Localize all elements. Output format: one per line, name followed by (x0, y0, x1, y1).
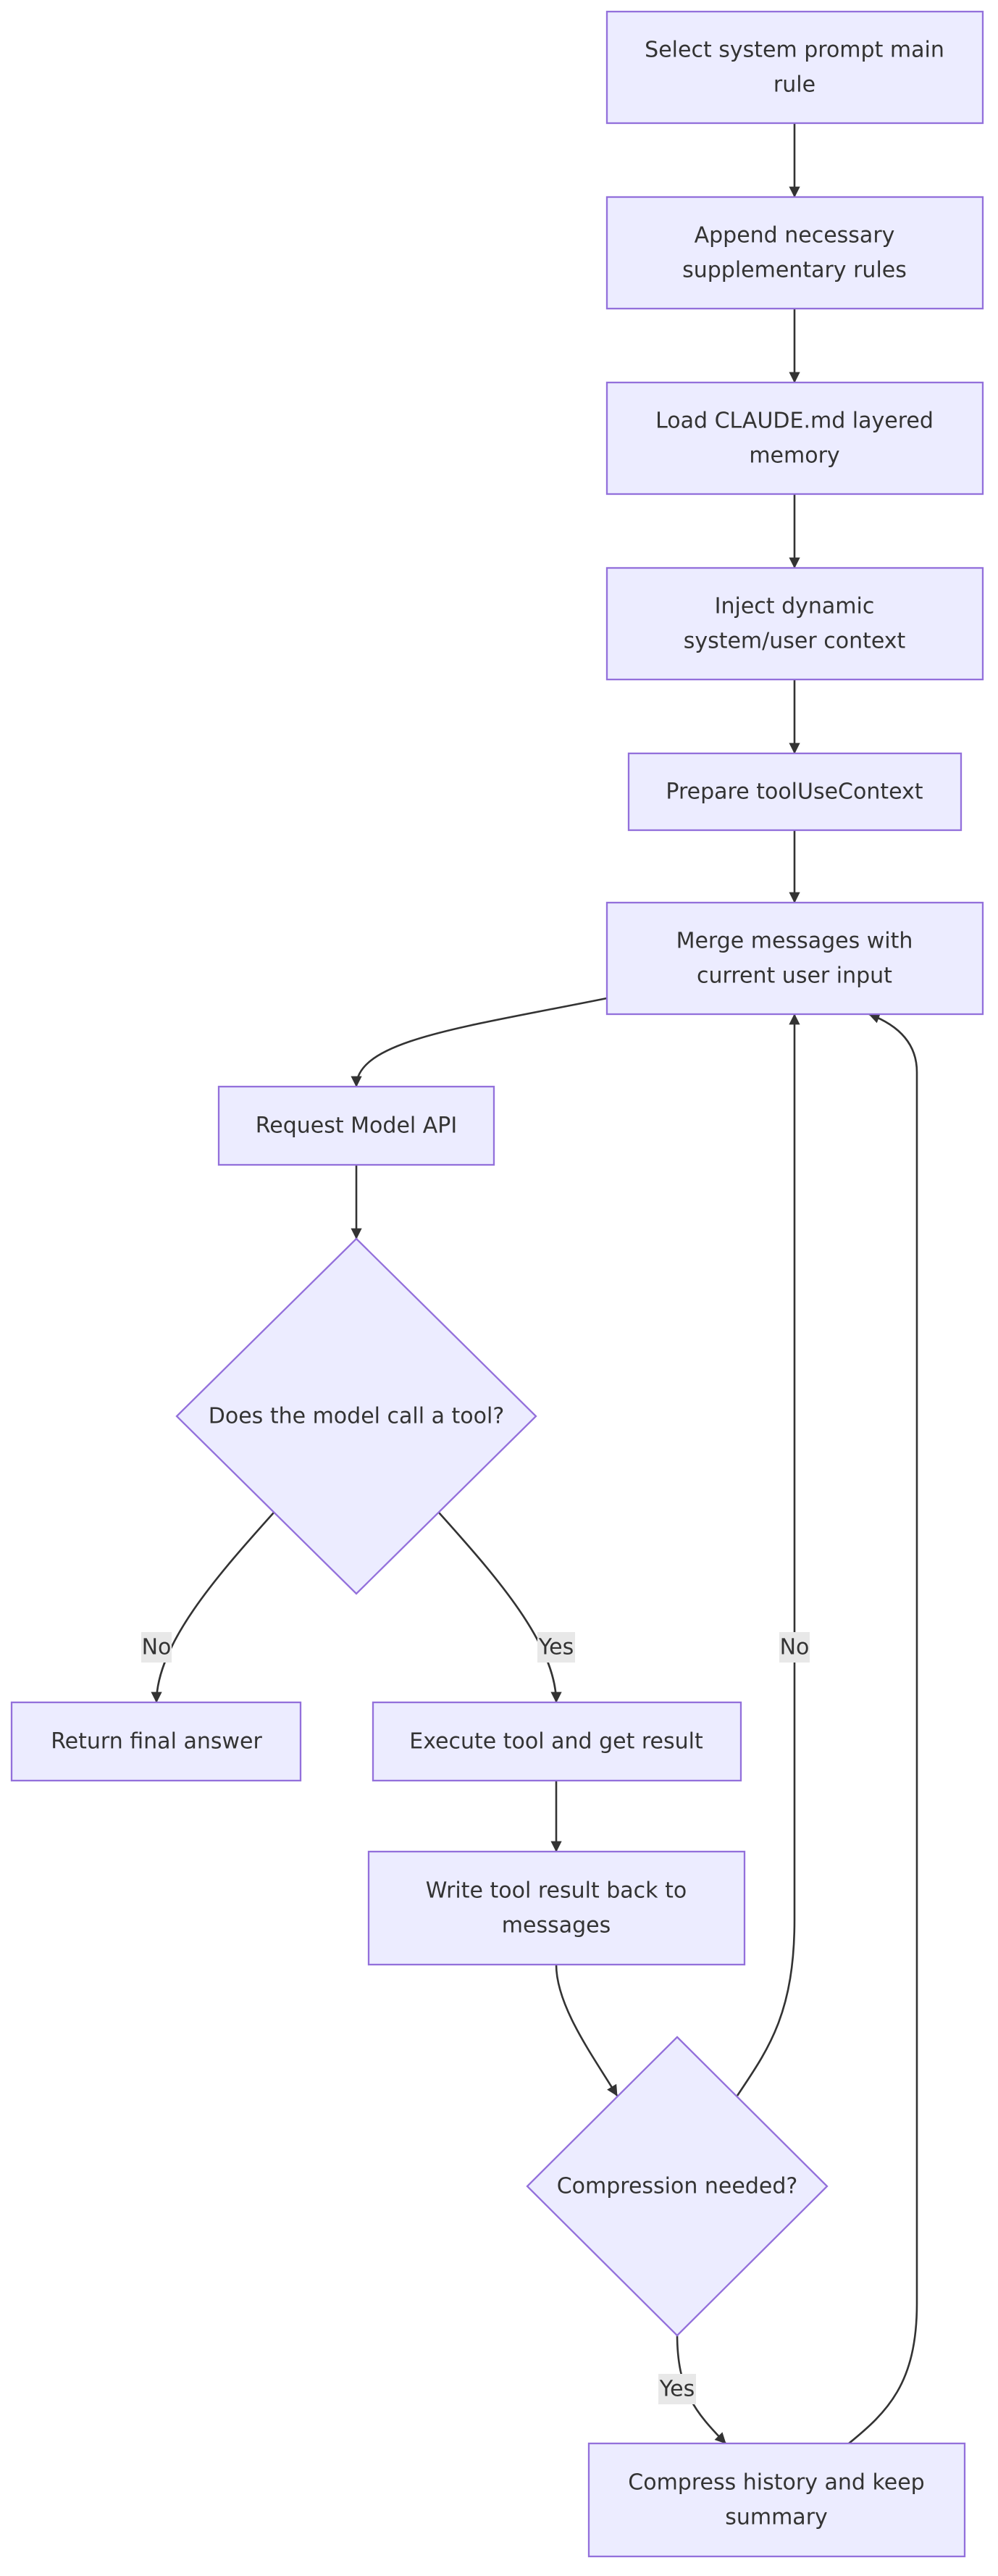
node-label-line: Execute tool and get result (409, 1729, 703, 1755)
node-label-line: memory (749, 443, 839, 469)
edge-label-compression-yes: Yes (658, 2374, 696, 2404)
node-label-line: Request Model API (256, 1113, 457, 1139)
edge-labels-layer: No Yes No Yes (141, 1632, 810, 2404)
node-execute-tool: Execute tool and get result (372, 1701, 742, 1782)
node-label-line: Does the model call a tool? (209, 1404, 505, 1429)
edge-compression-no-to-merge (736, 1013, 800, 2096)
node-label-line: supplementary rules (682, 258, 907, 283)
node-label-line: Compress history and keep (628, 2470, 924, 2496)
edge-label-compression-no: No (779, 1632, 810, 1663)
edge-label-text: No (142, 1635, 172, 1660)
edge-label-tool-yes: Yes (537, 1632, 575, 1663)
edge-decision-yes-to-execute (438, 1512, 562, 1703)
node-label-line: Select system prompt main (645, 38, 944, 63)
node-label-line: Merge messages with (676, 929, 913, 954)
node-label-line: system/user context (684, 629, 906, 654)
node-label-line: Return final answer (51, 1729, 262, 1755)
node-label-line: Load CLAUDE.md layered (655, 409, 934, 434)
edge-decision-no-to-return (151, 1512, 274, 1703)
node-label-line: Write tool result back to (426, 1878, 687, 1904)
node-label-line: Append necessary (695, 223, 895, 248)
node-compress-history: Compress history and keep summary (587, 2442, 966, 2558)
node-load-claude-md-memory: Load CLAUDE.md layered memory (605, 381, 984, 495)
node-label-line: Prepare toolUseContext (666, 779, 923, 805)
edge-merge-to-request (351, 997, 608, 1087)
edge-label-text: Yes (659, 2377, 695, 2402)
node-label-line: summary (725, 2505, 828, 2530)
node-label-line: Inject dynamic (715, 594, 875, 619)
node-label-line: rule (773, 72, 815, 98)
node-request-model-api: Request Model API (217, 1085, 495, 1166)
nodes-layer: Select system prompt main rule Append ne… (10, 10, 984, 2558)
node-merge-messages: Merge messages with current user input (605, 901, 984, 1016)
node-inject-dynamic-context: Inject dynamic system/user context (605, 566, 984, 681)
edge-label-tool-no: No (141, 1632, 172, 1663)
edge-write-to-compression (555, 1964, 618, 2096)
node-label-line: messages (502, 1913, 611, 1939)
node-label-line: Compression needed? (557, 2174, 798, 2199)
node-select-system-prompt: Select system prompt main rule (605, 10, 984, 125)
node-prepare-tool-use-context: Prepare toolUseContext (627, 752, 963, 832)
edge-label-text: Yes (538, 1635, 574, 1660)
node-return-final-answer: Return final answer (10, 1701, 302, 1782)
node-decision-compression: Compression needed? (526, 2036, 829, 2337)
node-label-line: current user input (697, 963, 892, 989)
node-write-tool-result: Write tool result back to messages (367, 1850, 746, 1966)
edge-label-text: No (780, 1635, 810, 1660)
edge-compress-to-merge (848, 1012, 918, 2445)
node-append-supplementary-rules: Append necessary supplementary rules (605, 196, 984, 310)
node-decision-tool-call: Does the model call a tool? (175, 1237, 537, 1595)
